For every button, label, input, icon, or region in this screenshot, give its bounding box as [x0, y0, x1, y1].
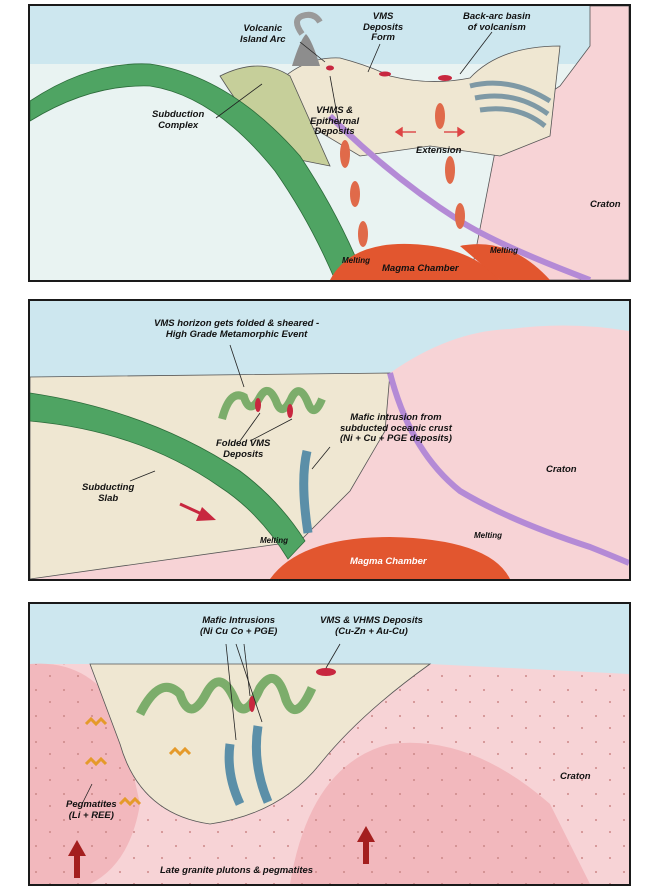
label-pegmatites: Pegmatites(Li + REE)	[66, 800, 117, 821]
label-melting-right: Melting	[474, 531, 502, 542]
diagram-panel-2	[30, 301, 629, 579]
label-extension: Extension	[416, 146, 461, 157]
label-melting-right: Melting	[490, 246, 518, 257]
diagram-panel-3	[30, 604, 629, 884]
label-melting-left: Melting	[342, 256, 370, 267]
label-craton: Craton	[590, 200, 621, 211]
panel-granite-stage: Mafic Intrusions(Ni Cu Co + PGE) VMS & V…	[28, 602, 631, 886]
diagram-panel-1	[30, 6, 629, 280]
label-vms-vhms: VMS & VHMS Deposits(Cu-Zn + Au-Cu)	[320, 616, 423, 637]
label-craton: Craton	[546, 465, 577, 476]
panel-metamorphic-stage: VMS horizon gets folded & sheared -High …	[28, 299, 631, 581]
label-vms-horizon: VMS horizon gets folded & sheared -High …	[154, 319, 319, 340]
label-melting-left: Melting	[260, 536, 288, 547]
mafic-intrusion	[304, 451, 308, 533]
label-magma-chamber: Magma Chamber	[350, 557, 427, 568]
label-magma-chamber: Magma Chamber	[382, 264, 459, 275]
label-late-granite: Late granite plutons & pegmatites	[160, 866, 313, 877]
label-mafic-intrusions: Mafic Intrusions(Ni Cu Co + PGE)	[200, 616, 277, 637]
label-craton: Craton	[560, 772, 591, 783]
